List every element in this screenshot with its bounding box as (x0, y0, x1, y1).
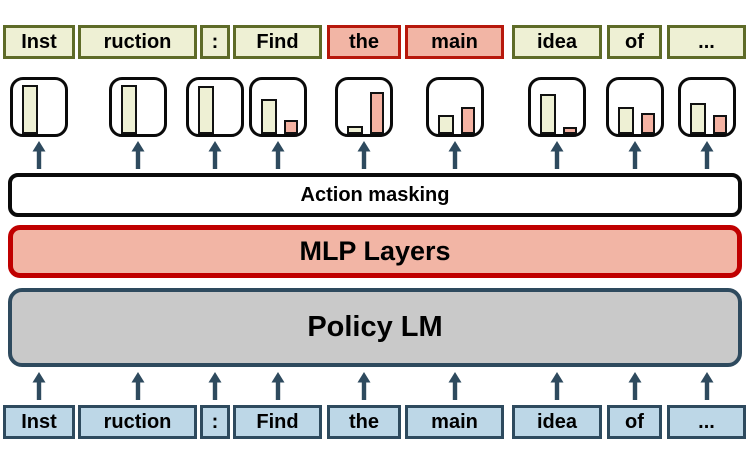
input-token-label: the (349, 410, 379, 433)
input-token-box: the (327, 405, 401, 439)
up-arrow-icon (700, 372, 714, 400)
output-token-box: : (200, 25, 230, 59)
input-token-box: ruction (78, 405, 197, 439)
action-distribution-chart (186, 77, 244, 137)
action-distribution-chart (605, 77, 664, 137)
up-arrow-icon (271, 372, 285, 400)
valid-action-bar (120, 85, 137, 134)
input-token-box: idea (512, 405, 602, 439)
masked-action-bar (640, 113, 655, 134)
output-token-label: Find (256, 30, 299, 53)
action-distribution-chart (335, 77, 393, 137)
action-distribution-chart (10, 77, 68, 137)
up-arrow-icon (628, 372, 642, 400)
input-token-box: main (405, 405, 504, 439)
output-token-label: ... (698, 30, 715, 53)
valid-action-bar (260, 99, 277, 134)
action-masking-label: Action masking (300, 183, 450, 206)
masked-action-bar (712, 115, 727, 134)
action-distribution-chart (677, 77, 736, 137)
up-arrow-icon (448, 141, 462, 169)
input-token-label: : (211, 410, 219, 433)
output-token-box: ruction (78, 25, 197, 59)
up-arrow-icon (131, 372, 145, 400)
valid-action-bar (617, 107, 634, 134)
input-token-label: ... (698, 410, 715, 433)
masked-action-bar (370, 92, 384, 134)
action-distribution-chart (528, 77, 586, 137)
input-token-box: ... (667, 405, 746, 439)
policy-lm-label: Policy LM (307, 311, 443, 343)
up-arrow-icon (208, 372, 222, 400)
output-token-label: Inst (21, 30, 57, 53)
valid-action-bar (22, 85, 38, 134)
input-token-box: : (200, 405, 230, 439)
masked-action-bar (563, 127, 577, 134)
output-token-label: : (211, 30, 219, 53)
output-token-box-masked: main (405, 25, 504, 59)
valid-action-bar (437, 115, 454, 134)
masked-action-bar (460, 107, 475, 134)
valid-action-bar (689, 103, 706, 134)
output-token-box: Inst (3, 25, 75, 59)
up-arrow-icon (271, 141, 285, 169)
mlp-layers-box: MLP Layers (8, 225, 742, 278)
up-arrow-icon (357, 141, 371, 169)
action-distribution-chart (108, 77, 167, 137)
up-arrow-icon (550, 372, 564, 400)
masked-action-bar (283, 120, 298, 134)
output-token-label: of (625, 30, 644, 53)
input-token-box: Inst (3, 405, 75, 439)
valid-action-bar (347, 126, 363, 134)
up-arrow-icon (208, 141, 222, 169)
policy-lm-box: Policy LM (8, 288, 742, 367)
up-arrow-icon (32, 372, 46, 400)
output-token-box: idea (512, 25, 602, 59)
action-distribution-chart (425, 77, 484, 137)
action-masking-box: Action masking (8, 173, 742, 217)
up-arrow-icon (131, 141, 145, 169)
output-token-label: main (431, 30, 478, 53)
input-token-box: of (607, 405, 662, 439)
output-token-box-masked: the (327, 25, 401, 59)
input-token-label: Find (256, 410, 299, 433)
output-token-box: Find (233, 25, 322, 59)
output-token-label: the (349, 30, 379, 53)
mlp-layers-label: MLP Layers (299, 236, 451, 266)
output-token-box: ... (667, 25, 746, 59)
input-token-box: Find (233, 405, 322, 439)
action-distribution-chart (248, 77, 307, 137)
output-token-box: of (607, 25, 662, 59)
input-token-label: main (431, 410, 478, 433)
valid-action-bar (540, 94, 556, 134)
valid-action-bar (198, 86, 214, 134)
up-arrow-icon (628, 141, 642, 169)
up-arrow-icon (550, 141, 564, 169)
up-arrow-icon (700, 141, 714, 169)
input-token-label: of (625, 410, 644, 433)
up-arrow-icon (448, 372, 462, 400)
input-token-label: ruction (103, 410, 172, 433)
output-token-label: idea (536, 30, 578, 53)
input-token-label: Inst (21, 410, 57, 433)
output-token-label: ruction (103, 30, 172, 53)
up-arrow-icon (357, 372, 371, 400)
input-token-label: idea (536, 410, 578, 433)
up-arrow-icon (32, 141, 46, 169)
